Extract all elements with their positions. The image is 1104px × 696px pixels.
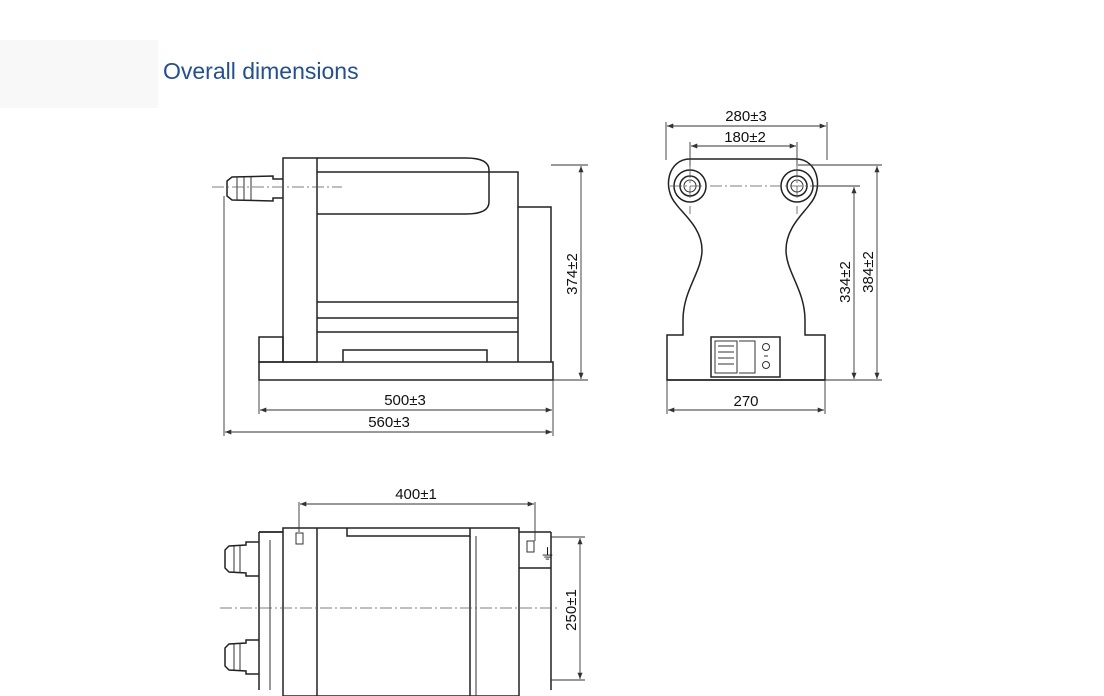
front-bushing (317, 157, 490, 215)
header-shade (0, 40, 158, 108)
side-top-outer-label: 280±3 (725, 108, 767, 125)
top-length-label: 400±1 (395, 486, 437, 503)
top-terminal-upper (224, 541, 259, 577)
top-frame (258, 531, 552, 690)
side-height-inner-label: 334±2 (837, 261, 854, 303)
side-top-inner-label: 180±2 (724, 129, 766, 146)
front-body (317, 171, 552, 362)
top-view: ⏚ 400±1 250±1 (220, 486, 585, 696)
front-column (282, 157, 318, 363)
ground-symbol-icon: ⏚ (540, 546, 555, 563)
page-title: Overall dimensions (163, 58, 359, 84)
side-base-label: 270 (733, 393, 758, 410)
side-height-outer-label: 384±2 (860, 251, 877, 293)
top-terminal-lower (224, 639, 259, 675)
front-base-plate (258, 361, 554, 381)
front-terminal (226, 175, 283, 202)
top-width-label: 250±1 (563, 589, 580, 631)
side-body (666, 158, 826, 381)
side-view: 280±3 180±2 334±2 384±2 270 (665, 108, 882, 414)
front-height-label: 374±2 (564, 253, 581, 295)
nameplate (710, 336, 781, 378)
front-total-width-label: 560±3 (368, 414, 410, 431)
top-body (282, 527, 520, 696)
front-inner-width-label: 500±3 (384, 392, 426, 409)
front-view: 374±2 500±3 560±3 (212, 157, 588, 436)
